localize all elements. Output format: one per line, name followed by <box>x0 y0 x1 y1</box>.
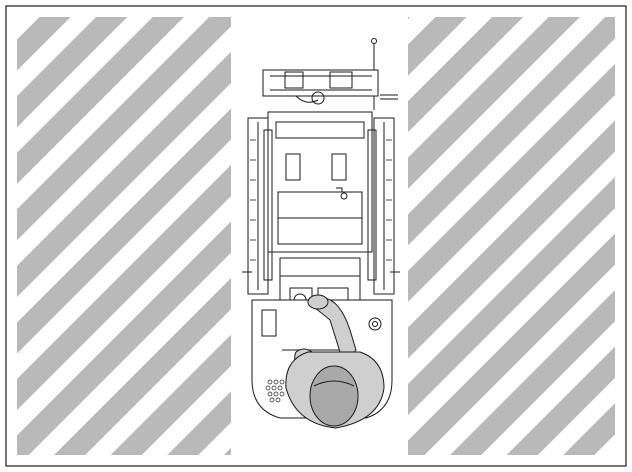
hazard-zone-left <box>17 17 231 455</box>
track-treads <box>250 139 392 261</box>
helmet-icon <box>309 365 359 427</box>
grip-pad <box>265 379 285 403</box>
hazard-zone-right <box>408 17 615 455</box>
operator-figure <box>265 294 385 429</box>
